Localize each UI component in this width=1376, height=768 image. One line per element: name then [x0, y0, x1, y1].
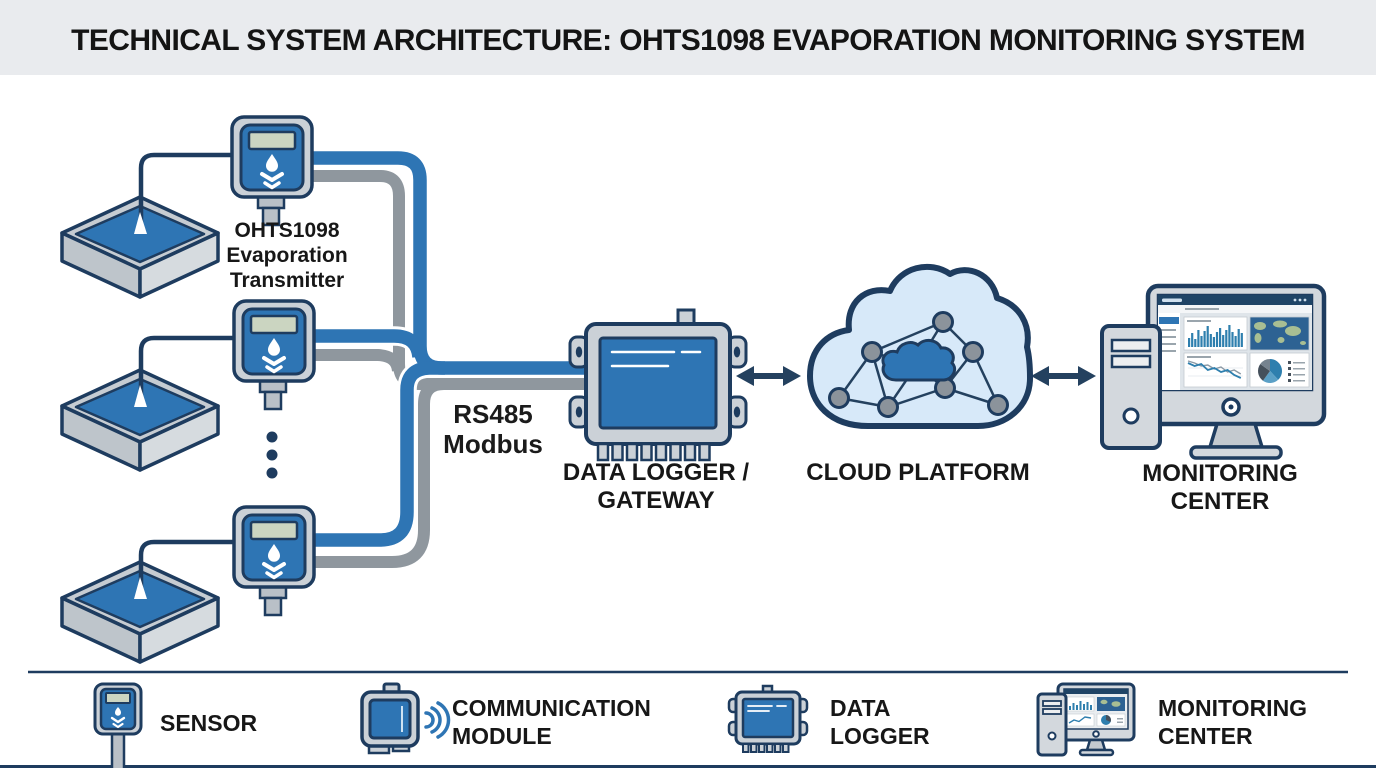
cloud-network-nodes [828, 311, 1009, 418]
logger-label-line2: GATEWAY [597, 487, 714, 514]
cloud-platform [807, 263, 1033, 429]
legend-logger-label: DATA LOGGER [830, 695, 930, 749]
communication-module-icon [360, 682, 451, 755]
evaporation-transmitter-2 [232, 299, 316, 411]
legend-sensor-label: SENSOR [160, 710, 258, 736]
legend-monitoring-label: MONITORING CENTER [1158, 695, 1307, 749]
arrow-logger-cloud [736, 366, 801, 386]
monitor-base [1189, 445, 1283, 460]
legend-comm-line1: COMMUNICATION [452, 695, 651, 721]
dashboard-line-chart [1183, 352, 1248, 388]
sensor-icon [93, 682, 143, 768]
header-bar [0, 0, 1376, 75]
probe-splash-marks [134, 212, 147, 599]
cloud-hub-icon [881, 339, 957, 382]
data-logger-icon [727, 684, 809, 753]
dashboard-logo [1162, 298, 1182, 302]
evaporation-transmitter-1 [230, 115, 314, 227]
transmitter-label-line2: Evaporation [226, 244, 347, 267]
monitoring-label-line2: CENTER [1171, 488, 1270, 515]
legend-logger-line2: LOGGER [830, 723, 930, 749]
evaporation-transmitter-3 [232, 505, 316, 617]
logger-label: DATA LOGGER / GATEWAY [563, 459, 750, 514]
bus-label-line1: RS485 [453, 399, 533, 429]
bottom-border [0, 765, 1376, 768]
more-sensors-ellipsis [266, 431, 278, 479]
monitoring-label-line1: MONITORING [1142, 460, 1298, 487]
monitor-stand [1208, 422, 1264, 449]
dashboard-world-map [1249, 316, 1310, 351]
data-logger-device [568, 308, 748, 462]
legend-comm-line2: MODULE [452, 723, 552, 749]
transmitter-label: OHTS1098 Evaporation Transmitter [226, 219, 347, 292]
computer-tower [1100, 324, 1162, 450]
legend-monitoring-line2: CENTER [1158, 723, 1253, 749]
rs485-bus-blue-line [312, 151, 588, 547]
dashboard [1158, 295, 1312, 390]
page-title: TECHNICAL SYSTEM ARCHITECTURE: OHTS1098 … [71, 24, 1305, 57]
cloud-label: CLOUD PLATFORM [806, 459, 1030, 486]
bus-label-line2: Modbus [443, 429, 543, 459]
sensor-probe-cables [138, 152, 235, 589]
dashboard-pie-chart [1249, 352, 1310, 388]
arrow-cloud-monitoring [1031, 366, 1096, 386]
transmitter-label-line3: Transmitter [230, 269, 344, 292]
monitoring-label: MONITORING CENTER [1142, 460, 1298, 515]
legend-logger-line1: DATA [830, 695, 890, 721]
wireless-waves-icon [424, 701, 451, 739]
monitoring-center-icon [1036, 682, 1136, 757]
legend-monitoring-line1: MONITORING [1158, 695, 1307, 721]
transmitter-label-line1: OHTS1098 [234, 219, 339, 242]
logger-terminals [596, 442, 711, 462]
legend-comm-label: COMMUNICATION MODULE [452, 695, 651, 749]
logger-label-line1: DATA LOGGER / [563, 459, 750, 486]
bus-label: RS485 Modbus [443, 399, 543, 459]
monitoring-center-workstation [1100, 283, 1327, 460]
